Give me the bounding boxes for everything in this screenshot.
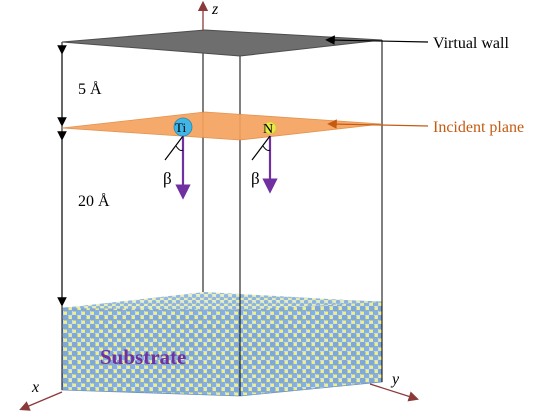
y-axis <box>369 383 419 402</box>
n-atom-label: N <box>263 122 273 137</box>
ti-atom <box>173 117 193 137</box>
ti-atom-label: Ti <box>175 120 186 135</box>
n-atom <box>263 121 277 135</box>
virtual-wall-pointer <box>325 35 429 45</box>
incident-plane <box>61 111 383 141</box>
n-angle-label: β <box>251 169 260 188</box>
substrate-block <box>61 292 383 397</box>
z-axis-label: z <box>211 1 219 18</box>
gap-bottom-label: 20 Å <box>78 192 110 210</box>
virtual-wall-label: Virtual wall <box>433 35 509 52</box>
ti-angle-label: β <box>163 169 172 188</box>
ti-incident-group: Ti β <box>163 117 193 200</box>
gap-top-label: 5 Å <box>78 80 102 98</box>
n-incident-group: N β <box>251 121 278 194</box>
virtual-wall-plane <box>61 29 383 57</box>
incident-plane-label: Incident plane <box>433 119 524 136</box>
substrate-label: Substrate <box>100 345 186 369</box>
x-axis-label: x <box>31 379 39 396</box>
incident-plane-pointer <box>327 119 429 129</box>
x-axis <box>19 391 63 411</box>
y-axis-label: y <box>390 371 400 388</box>
